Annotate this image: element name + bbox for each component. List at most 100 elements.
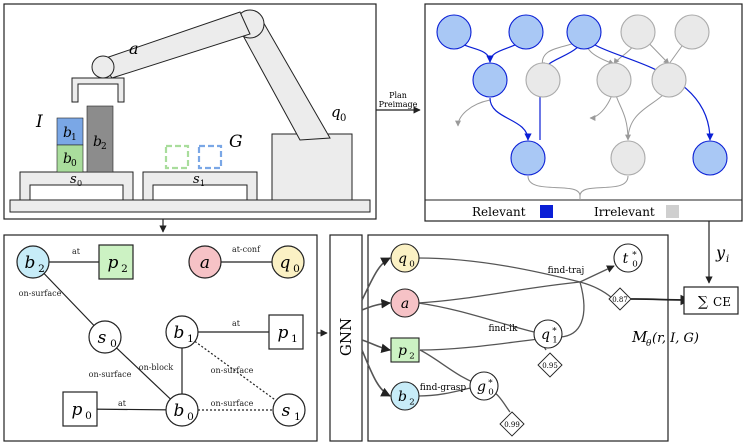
out-node-a: a bbox=[390, 288, 420, 318]
score-diamond-1: 0.87 bbox=[608, 287, 632, 311]
irrelevant-node-3 bbox=[620, 14, 656, 50]
legend-relevant-label: Relevant bbox=[472, 205, 526, 219]
y-label: y i bbox=[715, 243, 729, 265]
svg-text:0: 0 bbox=[85, 410, 92, 422]
svg-text:1: 1 bbox=[291, 333, 298, 345]
goal-b0 bbox=[164, 144, 190, 170]
edge-b2-s0 bbox=[32, 261, 106, 338]
svg-text:0.87: 0.87 bbox=[612, 296, 628, 304]
svg-text:a: a bbox=[401, 296, 409, 312]
svg-text:b: b bbox=[93, 134, 102, 150]
node-a: a bbox=[188, 245, 222, 279]
plan-tree-panel: Relevant Irrelevant bbox=[424, 3, 743, 222]
svg-text:0: 0 bbox=[77, 179, 82, 188]
plan-label: Plan bbox=[389, 91, 407, 100]
svg-text:0: 0 bbox=[71, 159, 77, 169]
legend-relevant-swatch bbox=[540, 205, 553, 218]
svg-text:(r, I, G): (r, I, G) bbox=[652, 331, 699, 346]
edge-label-b1-p1: at bbox=[232, 319, 241, 328]
score-diamond-2: 0.95 bbox=[537, 352, 563, 378]
svg-text:0: 0 bbox=[632, 259, 638, 269]
svg-text:1: 1 bbox=[187, 333, 194, 345]
irrelevant-node-7 bbox=[596, 62, 632, 98]
svg-text:M: M bbox=[631, 328, 648, 346]
stream-find-ik: find-ik bbox=[489, 324, 518, 334]
relevant-node-9 bbox=[510, 140, 546, 176]
relevant-node-1 bbox=[508, 14, 544, 50]
edge-s0-b0 bbox=[104, 336, 183, 411]
edge-label-s0-b0: on-surface bbox=[89, 370, 132, 379]
relevant-node-2 bbox=[566, 14, 602, 50]
initial-state-label: I bbox=[35, 112, 43, 132]
block-b2-label: b 2 bbox=[93, 134, 107, 152]
relevant-node-5 bbox=[472, 62, 508, 98]
stream-find-traj: find-traj bbox=[548, 266, 585, 276]
scene-panel: a I G q 0 b 1 b 0 b 2 s 0 s 1 bbox=[3, 3, 377, 220]
svg-text:q: q bbox=[279, 253, 290, 273]
svg-text:0: 0 bbox=[110, 338, 117, 350]
svg-text:2: 2 bbox=[101, 142, 107, 152]
svg-text:0: 0 bbox=[187, 411, 194, 423]
svg-text:b: b bbox=[173, 323, 184, 343]
svg-text:0.99: 0.99 bbox=[504, 421, 520, 429]
irrelevant-node-4 bbox=[674, 14, 710, 50]
svg-text:0.95: 0.95 bbox=[542, 362, 558, 370]
block-b1 bbox=[56, 117, 84, 146]
legend-irrelevant-label: Irrelevant bbox=[594, 205, 655, 219]
surface-s1-label: s 1 bbox=[193, 172, 205, 188]
model-label: M θ (r, I, G) bbox=[631, 328, 699, 349]
robot-base bbox=[271, 133, 353, 201]
svg-text:0: 0 bbox=[340, 113, 346, 124]
irrelevant-node-10 bbox=[610, 140, 646, 176]
svg-text:p: p bbox=[277, 323, 288, 343]
svg-text:*: * bbox=[632, 250, 637, 260]
block-b2 bbox=[86, 105, 114, 173]
plan-tree-nodes bbox=[436, 14, 728, 176]
edge-label-b2-p2: at bbox=[72, 247, 81, 256]
irrelevant-node-8 bbox=[651, 62, 687, 98]
loss-label: CE bbox=[713, 295, 731, 309]
edge-label-b1-b0: on-block bbox=[139, 363, 174, 372]
svg-text:b: b bbox=[24, 253, 35, 273]
svg-text:i: i bbox=[726, 254, 729, 265]
svg-text:p: p bbox=[107, 253, 118, 273]
robot-label: a bbox=[129, 39, 139, 58]
svg-text:0: 0 bbox=[293, 263, 300, 275]
svg-text:0: 0 bbox=[488, 387, 494, 397]
svg-text:1: 1 bbox=[71, 133, 77, 143]
goal-b1 bbox=[197, 144, 223, 170]
robot-gripper bbox=[71, 77, 125, 103]
gnn-output-arrows bbox=[361, 257, 391, 397]
loss-sigma: ∑ bbox=[698, 294, 708, 310]
svg-text:1: 1 bbox=[294, 411, 301, 423]
block-b1-label: b 1 bbox=[63, 125, 77, 143]
svg-text:s: s bbox=[98, 328, 107, 348]
edge-label-p0-b0: at bbox=[118, 399, 127, 408]
svg-text:y: y bbox=[715, 243, 726, 262]
svg-text:g: g bbox=[477, 379, 486, 395]
preimage-label: Preimage bbox=[379, 100, 418, 109]
edge-label-a-q0: at-conf bbox=[232, 245, 261, 254]
svg-text:2: 2 bbox=[38, 263, 45, 275]
relevant-node-0 bbox=[436, 14, 472, 50]
plan-preimage-arrow: Plan Preimage bbox=[376, 91, 421, 114]
goal-label: G bbox=[229, 132, 243, 152]
svg-text:2: 2 bbox=[409, 351, 415, 361]
loss-box: ∑ CE bbox=[683, 286, 739, 315]
relevant-node-11 bbox=[692, 140, 728, 176]
legend-irrelevant-swatch bbox=[666, 205, 679, 218]
svg-text:p: p bbox=[398, 343, 407, 359]
irrelevant-node-6 bbox=[525, 62, 561, 98]
